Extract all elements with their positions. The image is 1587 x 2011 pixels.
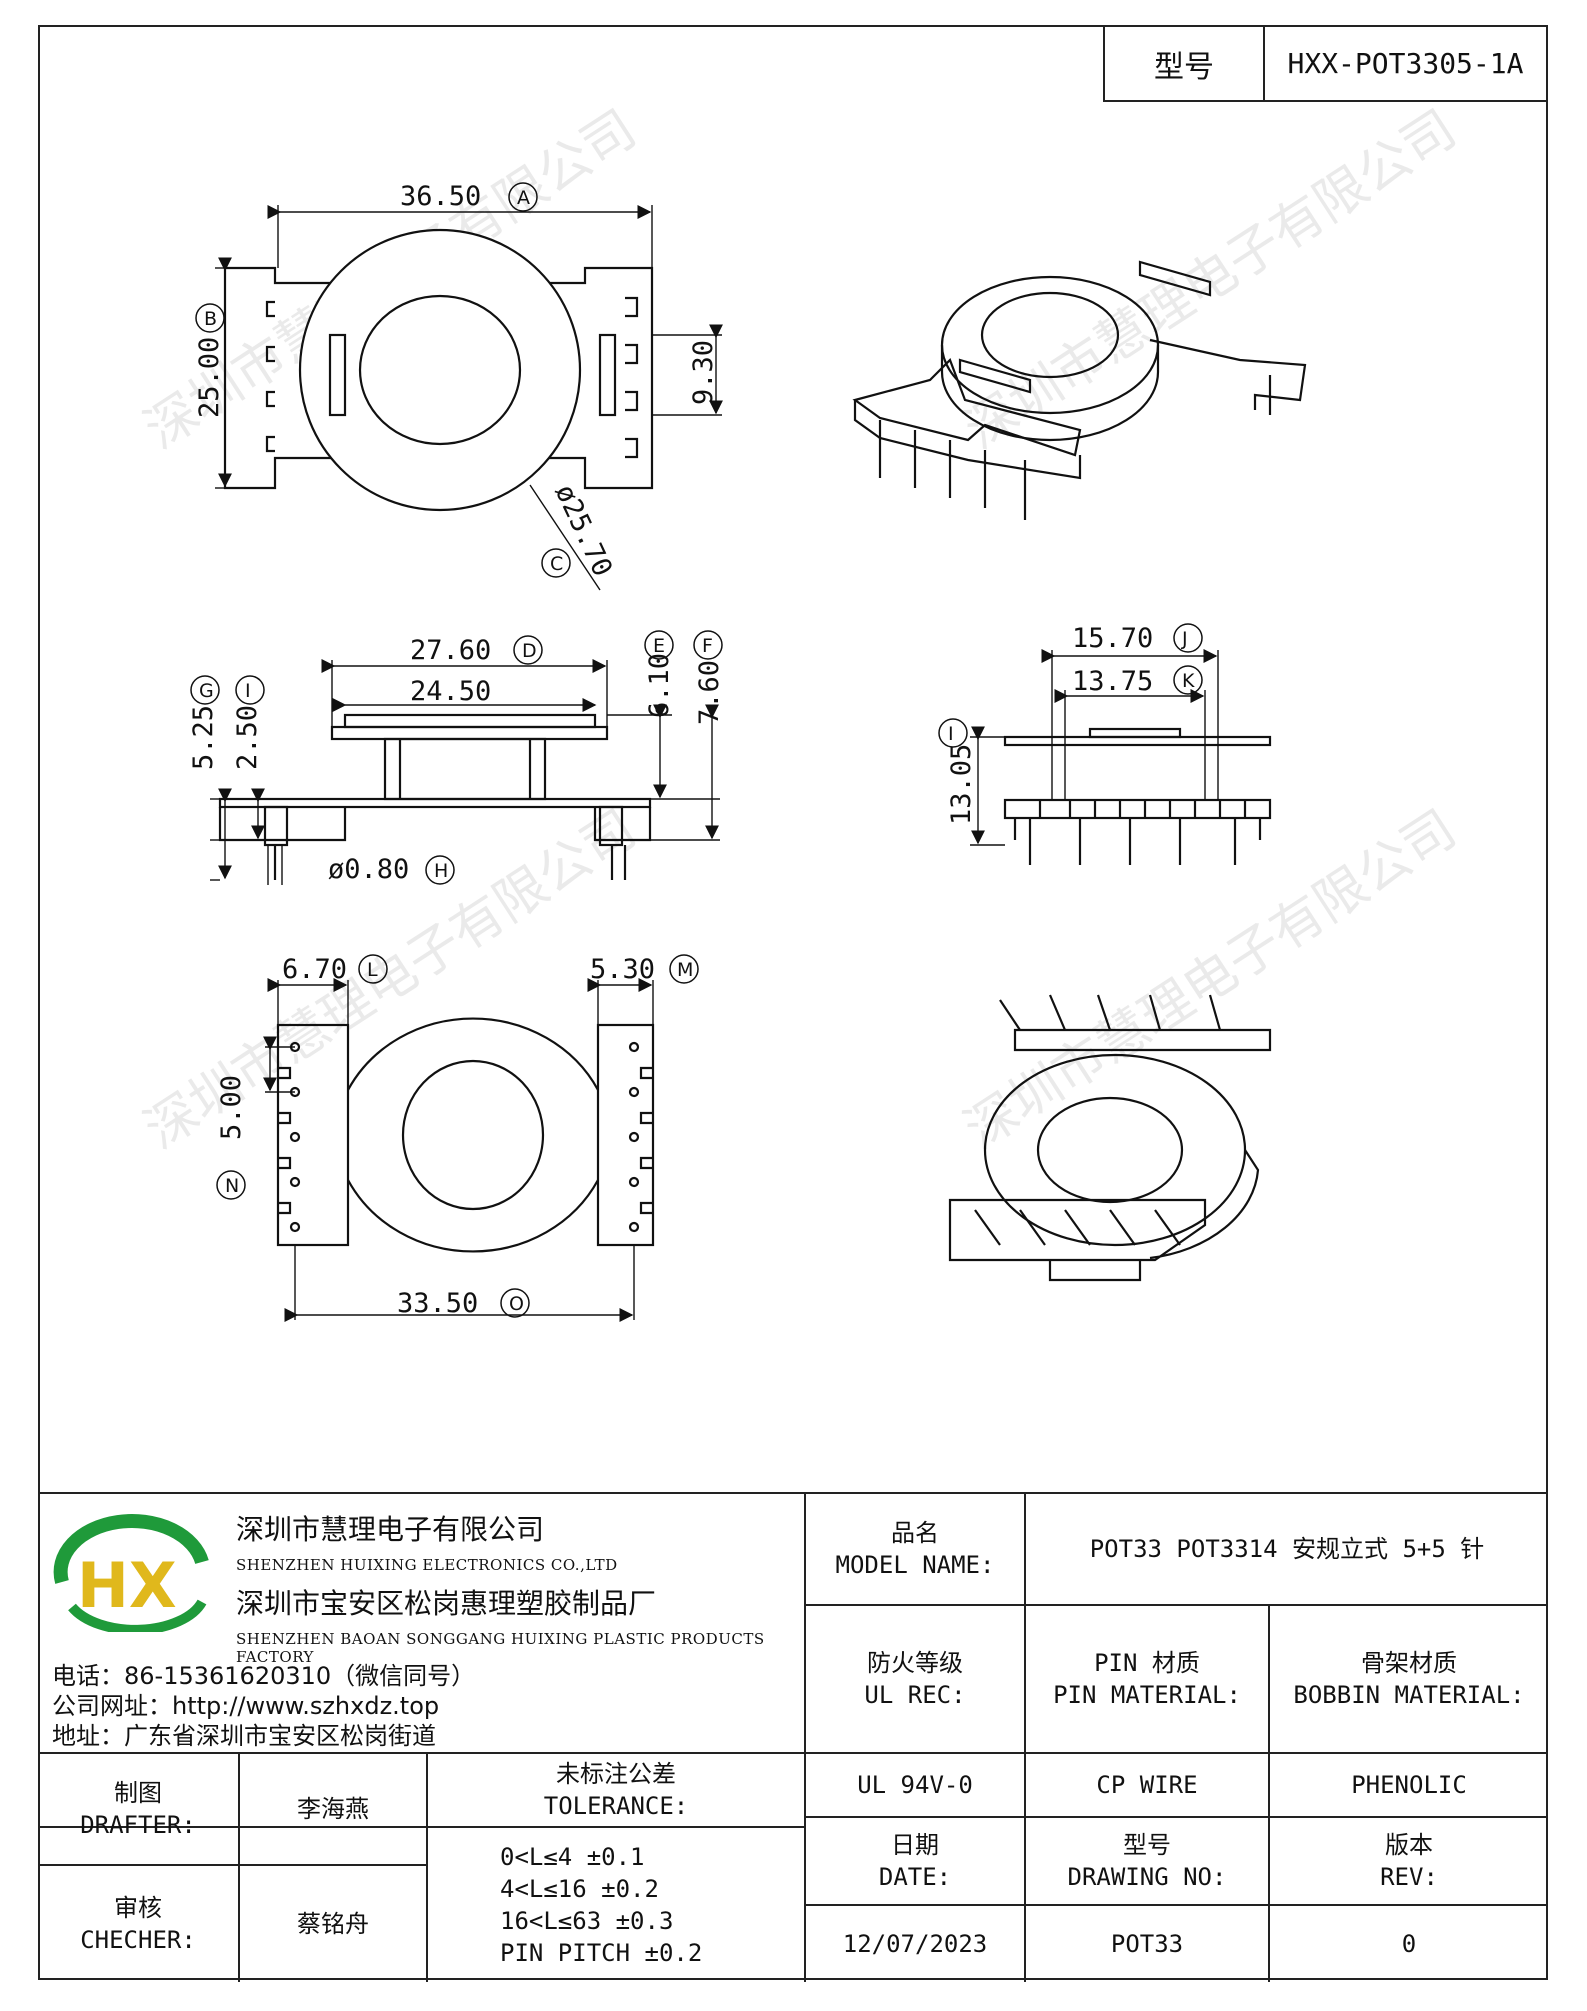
balloon-g — [190, 675, 220, 705]
dim-i-value: 2.50 — [232, 705, 263, 770]
balloon-m-label: M — [677, 959, 693, 981]
tolerance-table: 0<L≤4 ±0.1 4<L≤16 ±0.2 16<L≤63 ±0.3 PIN … — [428, 1828, 804, 1982]
balloon-k-label: K — [1182, 670, 1195, 692]
bobbin-material-label: 骨架材质 BOBBIN MATERIAL: — [1293, 1649, 1525, 1709]
balloon-b — [195, 303, 225, 333]
technical-drawing: 深圳市慧理电子有限公司 深圳市慧理电子有限公司 深圳市慧理电子有限公司 深圳市慧… — [134, 99, 1467, 1322]
date-value: 12/07/2023 — [842, 1930, 988, 1958]
factory-name-cn: 深圳市宝安区松岗惠理塑胶制品厂 — [236, 1587, 657, 1620]
balloon-j — [1173, 623, 1203, 653]
tolerance-line: 16<L≤63 ±0.3 — [500, 1907, 674, 1935]
model-label: 型号 — [1105, 27, 1265, 100]
tolerance-line: 0<L≤4 ±0.1 — [500, 1843, 645, 1871]
dim-b-value: 25.00 — [194, 337, 225, 418]
company-name-en: SHENZHEN HUIXING ELECTRONICS CO.,LTD — [236, 1556, 618, 1574]
dim-k-value: 13.75 — [1072, 666, 1153, 697]
ul-rec-value: UL 94V-0 — [857, 1771, 973, 1799]
balloon-o — [500, 1288, 530, 1318]
iso-view-top — [852, 260, 1307, 520]
balloon-f-label: F — [702, 635, 713, 657]
balloon-h-label: H — [434, 860, 448, 882]
company-address: 地址：广东省深圳市宝安区松岗街道 — [52, 1722, 436, 1750]
pin-material-label: PIN 材质 PIN MATERIAL: — [1053, 1649, 1241, 1709]
rev-label: 版本 REV: — [1380, 1831, 1438, 1891]
side-view — [970, 649, 1272, 865]
svg-text:深圳市慧理电子有限公司: 深圳市慧理电子有限公司 — [954, 799, 1466, 1161]
balloon-t — [938, 718, 968, 748]
model-name-value: POT33 POT3314 安规立式 5+5 针 — [1089, 1535, 1485, 1563]
bottom-view — [263, 978, 655, 1322]
balloon-l-label: L — [367, 959, 378, 981]
dim-930-value: 9.30 — [688, 340, 719, 405]
drawing-frame — [38, 25, 1548, 1980]
balloon-c-label: C — [550, 553, 563, 575]
drafter-label: 制图 DRAFTER: — [80, 1779, 196, 1839]
company-logo: HX — [53, 1514, 209, 1632]
balloon-i-label: I — [245, 680, 251, 702]
tolerance-line: PIN PITCH ±0.2 — [500, 1939, 703, 1967]
dim-2450-value: 24.50 — [410, 676, 491, 707]
dim-o-value: 33.50 — [397, 1288, 478, 1319]
front-view — [210, 659, 720, 885]
date-label: 日期 DATE: — [878, 1831, 952, 1891]
title-block: HX 深圳市慧理电子有限公司 SHENZHEN HUIXING ELECTRON… — [38, 1492, 1548, 1982]
balloon-h — [425, 855, 455, 885]
drawing-no-label: 型号 DRAWING NO: — [1067, 1831, 1227, 1891]
dim-e-value: 6.10 — [644, 653, 675, 718]
balloon-i — [235, 675, 265, 705]
balloon-t-label: I — [948, 723, 954, 745]
ul-rec-label: 防火等级 UL REC: — [864, 1649, 966, 1709]
balloon-k — [1173, 665, 1203, 695]
svg-text:深圳市慧理电子有限公司: 深圳市慧理电子有限公司 — [954, 99, 1466, 461]
watermarks: 深圳市慧理电子有限公司 深圳市慧理电子有限公司 深圳市慧理电子有限公司 深圳市慧… — [134, 99, 1466, 1161]
balloon-g-label: G — [199, 680, 214, 702]
balloon-a — [508, 182, 538, 212]
dim-d-value: 27.60 — [410, 635, 491, 666]
balloon-a-label: A — [517, 187, 530, 209]
iso-view-bottom — [948, 994, 1272, 1282]
balloon-j-label: J — [1181, 628, 1188, 650]
balloon-f — [693, 630, 723, 660]
balloon-c — [541, 548, 571, 578]
balloon-n-label: N — [225, 1175, 239, 1197]
balloon-d — [513, 635, 543, 665]
dim-j-value: 15.70 — [1072, 623, 1153, 654]
drafter-value: 李海燕 — [297, 1795, 369, 1823]
tolerance-line: 4<L≤16 ±0.2 — [500, 1875, 659, 1903]
top-view — [215, 205, 723, 591]
model-number-box: 型号 HXX-POT3305-1A — [1103, 25, 1548, 102]
balloon-m — [669, 954, 699, 984]
tolerance-label: 未标注公差 TOLERANCE: — [543, 1760, 689, 1820]
rev-value: 0 — [1401, 1930, 1417, 1958]
company-phone: 电话：86-15361620310（微信同号） — [52, 1662, 476, 1690]
checker-label: 审核 CHECHER: — [80, 1894, 196, 1954]
dim-n-value: 5.00 — [216, 1075, 247, 1140]
factory-name-en: SHENZHEN BAOAN SONGGANG HUIXING PLASTIC … — [236, 1630, 765, 1666]
dim-t-value: 13.05 — [946, 744, 977, 825]
checker-value: 蔡铭舟 — [297, 1910, 369, 1938]
dim-m-value: 5.30 — [590, 954, 655, 985]
company-name-cn: 深圳市慧理电子有限公司 — [236, 1513, 545, 1546]
dim-l-value: 6.70 — [282, 954, 347, 985]
balloon-b-label: B — [204, 308, 217, 330]
svg-text:HX: HX — [77, 1549, 177, 1622]
drawing-no-value: POT33 — [1110, 1930, 1184, 1958]
model-name-label: 品名 MODEL NAME: — [835, 1519, 995, 1579]
company-info: HX 深圳市慧理电子有限公司 SHENZHEN HUIXING ELECTRON… — [38, 1494, 806, 1752]
model-number: HXX-POT3305-1A — [1287, 47, 1524, 80]
dim-a-value: 36.50 — [400, 181, 481, 212]
dim-g-value: 5.25 — [188, 705, 219, 770]
balloon-n — [216, 1170, 246, 1200]
dim-f-value: 7.60 — [694, 660, 725, 725]
balloon-o-label: O — [509, 1293, 524, 1315]
balloon-d-label: D — [522, 640, 537, 662]
dim-h-value: ø0.80 — [328, 854, 409, 885]
company-website: 公司网址：http://www.szhxdz.top — [52, 1692, 440, 1720]
balloon-e — [644, 630, 674, 660]
bobbin-material-value: PHENOLIC — [1351, 1771, 1467, 1799]
balloon-e-label: E — [653, 635, 665, 657]
pin-material-value: CP WIRE — [1096, 1771, 1198, 1799]
balloon-l — [358, 954, 388, 984]
